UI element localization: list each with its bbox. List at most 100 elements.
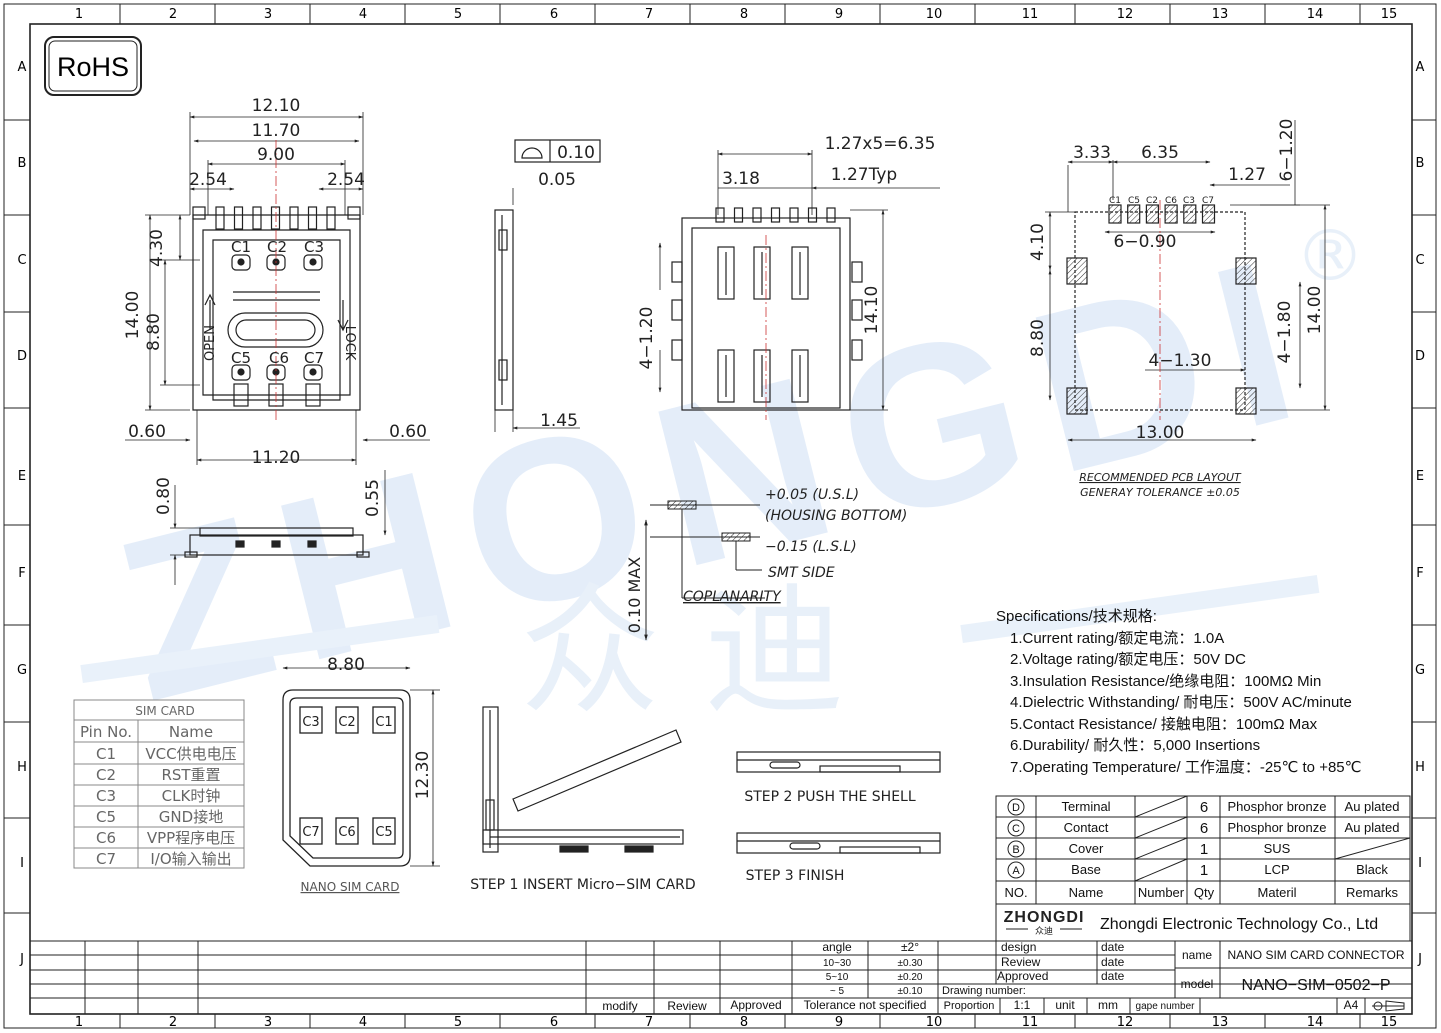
tb-model-value: NANO−SIM−0502−P <box>1242 977 1391 994</box>
bottom-contact <box>753 349 771 403</box>
bom-qty: 1 <box>1200 862 1208 879</box>
top-contact <box>303 254 323 271</box>
sim-table-header-name: Name <box>169 723 213 741</box>
frame-col-bottom-2: 2 <box>169 1015 177 1030</box>
dim-1-27: 1.27 <box>1228 165 1266 185</box>
bom-header-name: Name <box>1069 885 1104 900</box>
sim-table-pin: C2 <box>96 766 116 784</box>
bottom-view-side-tab <box>671 339 683 361</box>
bom-header-material: Materil <box>1257 885 1296 900</box>
tb-ratio: 1:1 <box>1014 998 1031 1012</box>
dim-14-10: 14.10 <box>862 286 882 335</box>
lock-label: LOCK <box>342 326 357 361</box>
pcb-labels: 3.33 6.35 1.27 6−1.20 6−0.90 4.10 8.80 4… <box>1028 119 1325 499</box>
step2-label: STEP 2 PUSH THE SHELL <box>744 789 916 805</box>
company-logo: ZHONGDI <box>1004 909 1085 926</box>
side-view-labels: 0.10 0.05 1.45 <box>538 143 595 431</box>
dim-8-80-pcb: 8.80 <box>1028 319 1048 357</box>
frame-row-right-F: F <box>1416 566 1423 581</box>
bom-header-number: Number <box>1138 885 1185 900</box>
pcb-signal-pad <box>1164 204 1178 224</box>
dim-1-45: 1.45 <box>540 411 578 431</box>
tb-model-label: model <box>1181 977 1214 991</box>
top-contact-dot <box>237 258 245 266</box>
bom-index-circle <box>1007 840 1025 858</box>
top-contact-lead <box>233 383 249 407</box>
pcb-pin-c7: C7 <box>1202 196 1214 206</box>
nano-pin-c7: C7 <box>302 825 319 840</box>
top-contact-dot <box>309 368 317 376</box>
bom-remarks: Au plated <box>1345 799 1400 814</box>
dim-9-00: 9.00 <box>257 145 295 165</box>
sim-table-pin: C7 <box>96 850 116 868</box>
bottom-contact <box>791 246 809 300</box>
pin-label-c5: C5 <box>231 349 251 367</box>
frame-col-top-5: 5 <box>454 7 462 22</box>
frame-col-bottom-5: 5 <box>454 1015 462 1030</box>
rohs-label: RoHS <box>57 52 129 82</box>
sim-table-pin: C1 <box>96 745 116 763</box>
smt-label: SMT SIDE <box>768 565 835 581</box>
frame-row-right-H: H <box>1415 760 1425 775</box>
pcb-title: RECOMMENDED PCB LAYOUT <box>1079 471 1242 484</box>
dim-0-60-right: 0.60 <box>389 422 427 442</box>
rohs-badge: RoHS <box>44 36 142 96</box>
nano-contact-pad <box>299 706 323 734</box>
nano-contact-pad <box>299 817 323 845</box>
frame-row-right-G: G <box>1415 663 1425 678</box>
pcb-signal-pad <box>1127 204 1141 224</box>
nano-pin-c5: C5 <box>375 825 392 840</box>
frame-col-top-12: 12 <box>1117 7 1134 22</box>
frame-col-bottom-6: 6 <box>550 1015 558 1030</box>
frame-row-left-D: D <box>17 349 27 364</box>
sim-table-pin: C5 <box>96 808 116 826</box>
company-logo-cn: 众迪 <box>1035 925 1053 937</box>
tb-mm: mm <box>1098 998 1118 1012</box>
sim-table-name: CLK时钟 <box>162 787 221 805</box>
frame-col-bottom-8: 8 <box>740 1015 748 1030</box>
bottom-view-side-tab <box>851 299 863 321</box>
frame-col-bottom-10: 10 <box>926 1015 943 1030</box>
bottom-view <box>658 150 940 420</box>
frame-row-right-J: J <box>1417 952 1422 967</box>
dim-6-1-20: 6−1.20 <box>1277 119 1297 182</box>
top-contact-dot <box>309 258 317 266</box>
frame-col-bottom-3: 3 <box>264 1015 272 1030</box>
frame-col-bottom-4: 4 <box>359 1015 367 1030</box>
frame-col-bottom-15: 15 <box>1381 1015 1398 1030</box>
dim-8-80: 8.80 <box>144 313 164 351</box>
sim-table-name: I/O输入输出 <box>150 850 231 868</box>
sim-table-header-pin: Pin No. <box>80 723 132 741</box>
frame-row-left-F: F <box>18 566 25 581</box>
front-view-labels: 0.80 0.55 <box>154 477 383 517</box>
tb-date-2: date <box>1101 955 1125 969</box>
pin-label-c7: C7 <box>304 349 324 367</box>
spec-item: 6.Durability/ 耐久性：5,000 Insertions <box>1010 737 1261 754</box>
frame-col-top-7: 7 <box>645 7 653 22</box>
frame-row-left-A: A <box>18 60 27 75</box>
bom-material: Phosphor bronze <box>1227 799 1326 814</box>
top-view-labels: 12.10 11.70 9.00 2.54 2.54 14.00 8.80 4.… <box>123 96 427 468</box>
dim-pitch-typ: 1.27Typ <box>831 165 897 185</box>
pcb-pin-c6: C6 <box>1165 196 1177 206</box>
dim-3-33: 3.33 <box>1073 143 1111 163</box>
spec-item: 2.Voltage rating/额定电压：50V DC <box>1010 651 1246 668</box>
frame-col-bottom-9: 9 <box>835 1015 843 1030</box>
frame-col-top-11: 11 <box>1022 7 1039 22</box>
nano-contact-pad <box>335 706 359 734</box>
frame-col-top-15: 15 <box>1381 7 1398 22</box>
coplanarity-labels: +0.05 (U.S.L) (HOUSING BOTTOM) −0.15 (L.… <box>625 487 907 633</box>
nano-pin-c3: C3 <box>302 715 319 730</box>
dim-11-70: 11.70 <box>252 121 301 141</box>
bom-qty: 6 <box>1200 799 1208 816</box>
nano-sim-labels: 8.80 12.30 C3 C2 C1 C7 C6 C5 NANO SIM CA… <box>301 655 433 894</box>
title-block-text: angle ±2° 10~30 ±0.30 5~10 ±0.20 ~ 5 ±0.… <box>602 940 1405 1013</box>
top-contact <box>303 364 323 381</box>
tb-angle: angle <box>822 940 852 954</box>
bottom-view-side-tab <box>851 339 863 361</box>
frame-col-top-6: 6 <box>550 7 558 22</box>
bom-index-circle <box>1007 819 1025 837</box>
